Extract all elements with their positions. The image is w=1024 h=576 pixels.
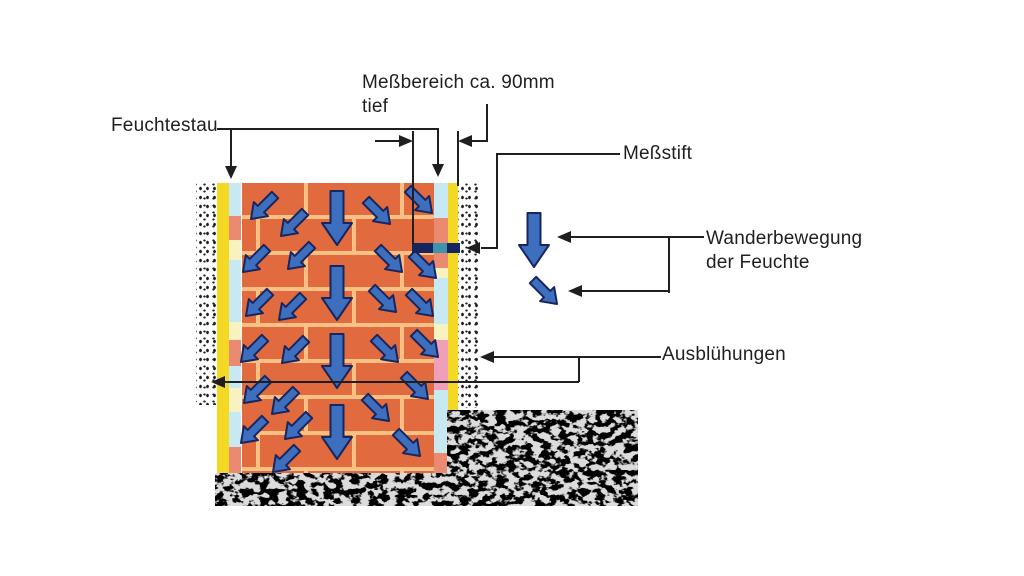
lining-segment-cyan <box>229 183 241 216</box>
wanderbewegung-arrowhead-bottom <box>568 285 582 297</box>
messbereich-label-line2: tief <box>362 96 389 117</box>
wanderbewegung-leader-bottom <box>582 290 669 292</box>
messbereich-label: Meßbereich ca. 90mm tief <box>362 71 555 119</box>
lining-segment-salmon <box>229 216 241 240</box>
ausbluehungen-leader-horizontal <box>494 356 661 358</box>
messbereich-dim-arrow-right-shaft <box>375 140 400 142</box>
sealing-layer-yellow-left <box>217 183 229 473</box>
feuchtestau-arrowhead-right <box>432 164 444 177</box>
wanderbewegung-label-line2: der Feuchte <box>706 252 810 273</box>
lining-segment-salmon <box>434 453 448 473</box>
feuchtestau-pointer-right-line <box>437 128 439 166</box>
outer-plaster-stipple-right <box>458 183 479 408</box>
ausbluehungen-leader-long <box>224 381 579 383</box>
wanderbewegung-label: Wanderbewegung der Feuchte <box>706 227 862 275</box>
lining-segment-salmon <box>229 447 241 473</box>
legend-arrow-s <box>518 212 550 268</box>
wanderbewegung-leader-top <box>571 236 704 238</box>
messbereich-dim-line-inner <box>412 131 414 244</box>
messstift-segment-teal <box>433 243 447 253</box>
ausbluehungen-bracket-vertical <box>578 356 580 382</box>
wanderbewegung-arrowhead-top <box>557 231 571 243</box>
messstift-label: Meßstift <box>623 143 693 164</box>
sealing-layer-yellow-right <box>448 183 458 410</box>
lining-segment-cyan <box>434 183 448 218</box>
feuchtestau-leader-horizontal <box>217 128 439 130</box>
outer-plaster-stipple-left <box>196 183 217 405</box>
messbereich-dim-arrow-left-shaft <box>472 140 487 142</box>
lining-segment-cyan <box>434 278 448 324</box>
wanderbewegung-bracket-vertical <box>668 236 670 293</box>
wanderbewegung-label-line1: Wanderbewegung <box>706 228 863 249</box>
messstift-arrowhead <box>466 242 480 254</box>
ausbluehungen-arrowhead-left <box>211 376 225 388</box>
ausbluehungen-arrowhead-right <box>480 351 494 363</box>
messstift-leader-vertical <box>496 153 498 249</box>
feuchtestau-pointer-left-line <box>230 128 232 168</box>
messbereich-dim-arrowhead-left <box>458 135 472 147</box>
messbereich-label-line1: Meßbereich ca. 90mm <box>362 72 555 93</box>
lining-segment-cyan <box>229 260 241 322</box>
feuchtestau-arrowhead-left <box>225 166 237 179</box>
messstift-segment-navy <box>447 243 460 253</box>
messbereich-dim-line-outer <box>457 131 459 186</box>
foundation-texture <box>215 410 638 506</box>
lining-segment-cyan <box>434 390 448 453</box>
lining-segment-cream <box>434 324 448 340</box>
feuchtestau-label: Feuchtestau <box>111 115 218 136</box>
messbereich-dim-arrowhead-right <box>399 135 413 147</box>
messstift-segment-navy <box>412 243 433 253</box>
lining-segment-salmon <box>229 340 241 366</box>
lining-segment-cream <box>229 240 241 260</box>
lining-segment-cream <box>434 268 448 278</box>
legend-arrow-se <box>524 271 566 313</box>
lining-segment-cream <box>229 322 241 340</box>
messbereich-label-drop-line <box>486 104 488 142</box>
measuring-pin-bar <box>412 243 460 253</box>
messstift-arrow-shaft <box>481 247 497 249</box>
lining-segment-cyan <box>229 366 241 388</box>
messstift-leader-horizontal <box>496 153 620 155</box>
ausbluehungen-label: Ausblühungen <box>662 344 786 365</box>
